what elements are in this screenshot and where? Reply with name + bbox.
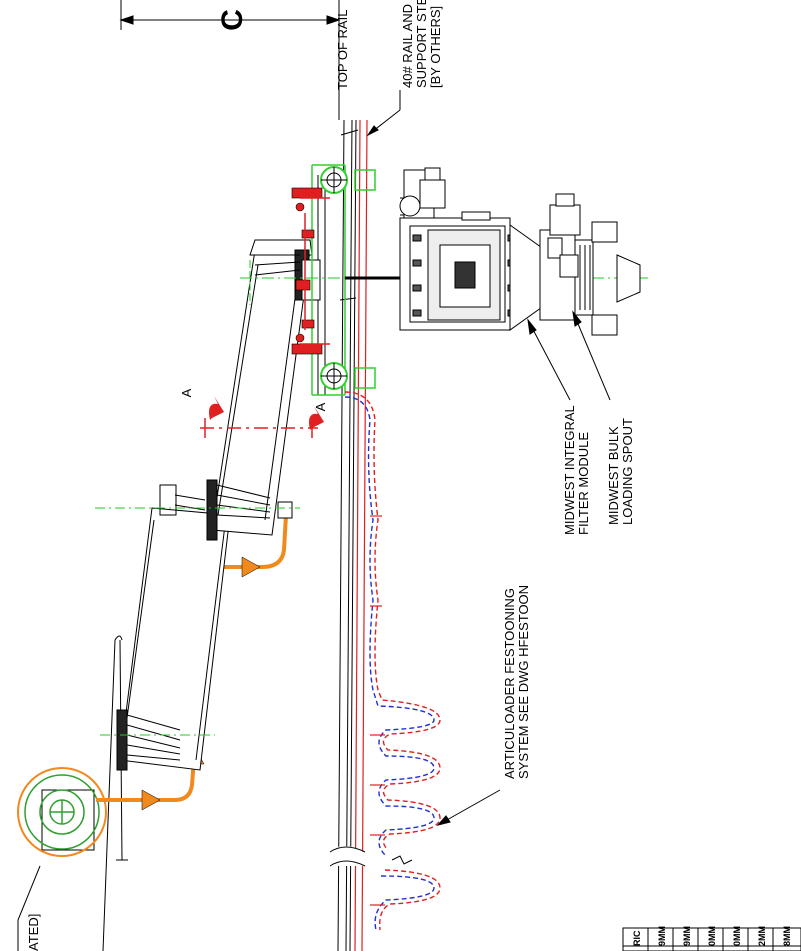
section-label-a-upper: A bbox=[179, 388, 194, 397]
table-cell: 9MM bbox=[657, 926, 667, 946]
svg-text:MIDWEST INTEGRAL: MIDWEST INTEGRAL bbox=[562, 405, 577, 535]
grade-line bbox=[102, 635, 128, 951]
blower-fan bbox=[17, 767, 107, 857]
rail-red-outline bbox=[354, 119, 368, 951]
filter-module bbox=[399, 217, 546, 331]
svg-text:C: C bbox=[216, 9, 249, 31]
drive-wheel-upper bbox=[320, 166, 348, 194]
spout-label: MIDWEST BULK LOADING SPOUT bbox=[606, 418, 635, 525]
dimension-c-label: C bbox=[216, 9, 249, 31]
festoon-cable-red bbox=[344, 391, 441, 931]
air-duct-lower bbox=[96, 744, 197, 802]
blower-label-partial: ATED] bbox=[26, 914, 41, 951]
table-cell: 8MM bbox=[782, 926, 792, 946]
svg-text:SUPPORT STEEL: SUPPORT STEEL bbox=[414, 0, 429, 88]
festoon-label: ARTICULOADER FESTOONING SYSTEM SEE DWG H… bbox=[502, 585, 531, 779]
table-cell: 2MM bbox=[757, 926, 767, 946]
filter-leader bbox=[527, 318, 571, 401]
carriage-red-rods bbox=[300, 197, 330, 345]
table-cell: 9MM bbox=[682, 926, 692, 946]
dimension-c bbox=[119, 0, 341, 120]
festoon-cable-blue bbox=[344, 396, 435, 931]
table-cell: 0MM bbox=[707, 926, 717, 946]
rail-label: 40# RAIL AND SUPPORT STEEL [BY OTHERS] bbox=[400, 0, 443, 88]
svg-text:MIDWEST BULK: MIDWEST BULK bbox=[606, 426, 621, 525]
blower-leader bbox=[17, 865, 41, 951]
section-label-a-lower: A bbox=[313, 402, 328, 411]
dimension-table: RIC 9MM 9MM 0MM 0MM 2MM 8MM bbox=[622, 926, 801, 951]
bulk-loading-spout bbox=[539, 193, 641, 336]
lower-section-hinge bbox=[116, 709, 181, 771]
rail-support-steel bbox=[337, 119, 359, 951]
festoon-break bbox=[391, 855, 413, 865]
svg-text:[BY OTHERS]: [BY OTHERS] bbox=[428, 6, 443, 88]
air-duct-upper bbox=[214, 514, 288, 569]
svg-text:LOADING SPOUT: LOADING SPOUT bbox=[620, 418, 635, 525]
festoon-leader bbox=[436, 789, 501, 826]
table-cell: RIC bbox=[632, 930, 642, 946]
section-arrow-lower bbox=[309, 406, 324, 430]
filter-top-fan bbox=[399, 167, 491, 221]
rail-leader bbox=[366, 90, 401, 137]
svg-text:FILTER MODULE: FILTER MODULE bbox=[576, 432, 591, 535]
filter-module-label: MIDWEST INTEGRAL FILTER MODULE bbox=[562, 405, 591, 535]
duct-arrow-3 bbox=[241, 556, 261, 578]
top-of-rail-label: TOP OF RAIL bbox=[335, 10, 350, 90]
carriage-green-frame bbox=[311, 164, 376, 396]
svg-text:SYSTEM SEE DWG HFESTOON: SYSTEM SEE DWG HFESTOON bbox=[516, 585, 531, 779]
rail-break-marks bbox=[329, 846, 373, 867]
svg-text:40# RAIL AND: 40# RAIL AND bbox=[400, 4, 415, 88]
section-arrow-upper bbox=[209, 396, 224, 420]
duct-arrow-1 bbox=[141, 789, 161, 811]
spout-leader bbox=[572, 310, 611, 401]
festoon-hangers bbox=[370, 515, 385, 906]
drive-wheel-lower bbox=[320, 362, 348, 390]
svg-text:ARTICULOADER FESTOONING: ARTICULOADER FESTOONING bbox=[502, 588, 517, 779]
table-cell: 0MM bbox=[732, 926, 742, 946]
motor-red-units bbox=[291, 187, 323, 355]
loader-lower-section bbox=[119, 507, 231, 771]
